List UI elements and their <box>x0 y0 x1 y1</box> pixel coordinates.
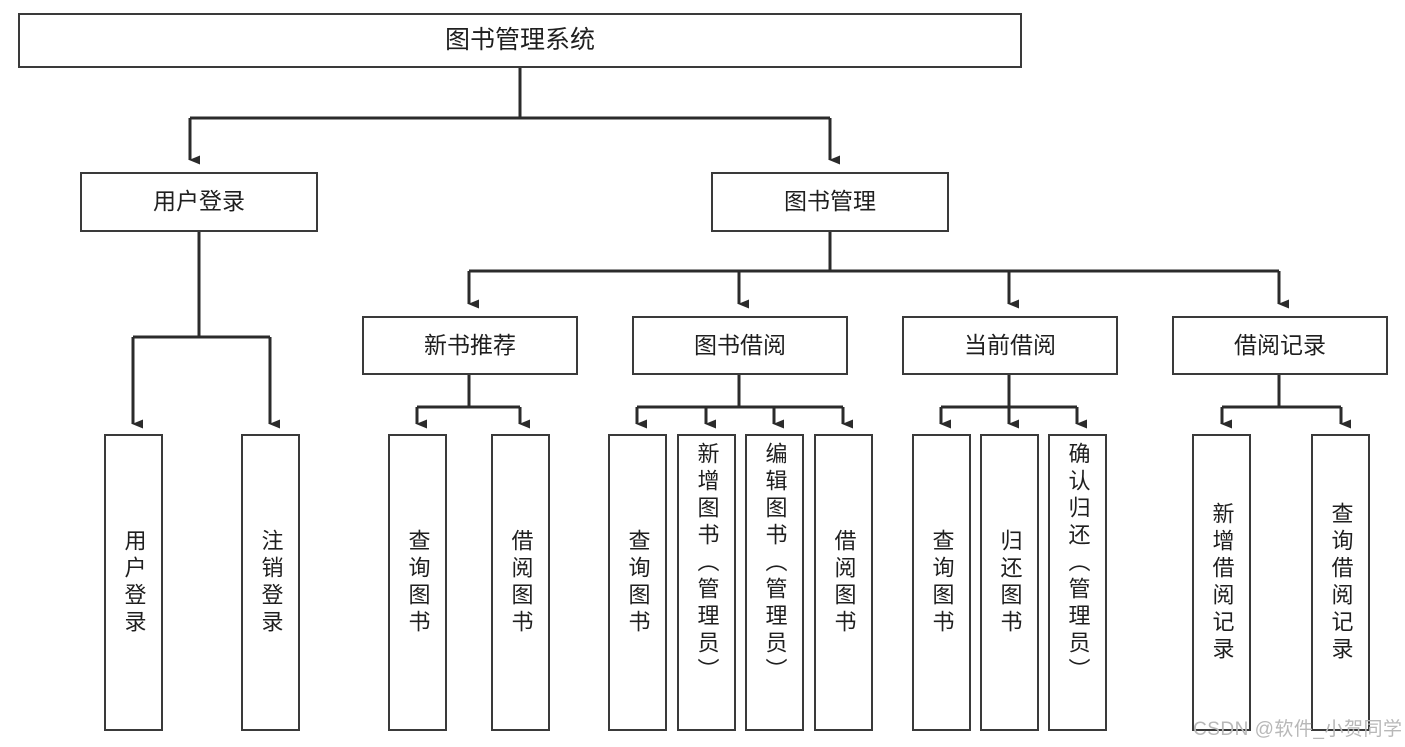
leaf-borrow-book-1-label: 借阅图书 <box>508 528 534 637</box>
leaf-query-book-2-label: 查询图书 <box>625 528 651 637</box>
leaf-confirm-return-admin-label: 确认归还（管理员） <box>1065 442 1091 685</box>
leaf-borrow-book-2-label: 借阅图书 <box>831 528 857 637</box>
leaf-edit-book-admin[interactable]: 编辑图书（管理员） <box>745 434 804 731</box>
leaf-return-book-label: 归还图书 <box>997 528 1023 637</box>
edge-bookborrow-bus <box>637 375 843 409</box>
node-root-label: 图书管理系统 <box>444 25 595 54</box>
leaf-query-book-1[interactable]: 查询图书 <box>388 434 447 731</box>
node-new-book-recommend[interactable]: 新书推荐 <box>362 316 578 375</box>
leaf-add-book-admin[interactable]: 新增图书（管理员） <box>677 434 736 731</box>
leaf-user-login[interactable]: 用户登录 <box>104 434 163 731</box>
edge-currentborrow-bus <box>941 375 1077 409</box>
edge-borrowrecord-bus <box>1222 375 1341 409</box>
node-current-borrow-label: 当前借阅 <box>964 331 1056 358</box>
edge-root-bus <box>190 68 830 120</box>
edge-bookmanage-bus <box>469 232 1279 273</box>
leaf-query-book-3[interactable]: 查询图书 <box>912 434 971 731</box>
node-book-manage-label: 图书管理 <box>784 188 876 215</box>
leaf-query-book-2[interactable]: 查询图书 <box>608 434 667 731</box>
edge-userlogin-bus <box>133 232 270 339</box>
node-new-book-recommend-label: 新书推荐 <box>424 331 516 358</box>
leaf-logout-label: 注销登录 <box>258 528 284 637</box>
leaf-borrow-book-1[interactable]: 借阅图书 <box>491 434 550 731</box>
node-root[interactable]: 图书管理系统 <box>18 13 1022 68</box>
leaf-query-book-3-label: 查询图书 <box>929 528 955 637</box>
node-book-borrow[interactable]: 图书借阅 <box>632 316 848 375</box>
leaf-add-book-admin-label: 新增图书（管理员） <box>694 442 720 685</box>
leaf-confirm-return-admin[interactable]: 确认归还（管理员） <box>1048 434 1107 731</box>
leaf-add-borrow-record[interactable]: 新增借阅记录 <box>1192 434 1251 731</box>
leaf-user-login-label: 用户登录 <box>121 528 147 637</box>
node-user-login[interactable]: 用户登录 <box>80 172 318 232</box>
node-current-borrow[interactable]: 当前借阅 <box>902 316 1118 375</box>
leaf-query-book-1-label: 查询图书 <box>405 528 431 637</box>
csdn-watermark: CSDN @软件_小贺同学 <box>1193 719 1403 740</box>
leaf-return-book[interactable]: 归还图书 <box>980 434 1039 731</box>
leaf-query-borrow-record[interactable]: 查询借阅记录 <box>1311 434 1370 731</box>
leaf-add-borrow-record-label: 新增借阅记录 <box>1209 501 1235 664</box>
leaf-logout[interactable]: 注销登录 <box>241 434 300 731</box>
node-borrow-record[interactable]: 借阅记录 <box>1172 316 1388 375</box>
node-borrow-record-label: 借阅记录 <box>1234 331 1326 358</box>
leaf-borrow-book-2[interactable]: 借阅图书 <box>814 434 873 731</box>
node-book-borrow-label: 图书借阅 <box>694 331 786 358</box>
node-user-login-label: 用户登录 <box>153 188 245 215</box>
leaf-edit-book-admin-label: 编辑图书（管理员） <box>762 442 788 685</box>
leaf-query-borrow-record-label: 查询借阅记录 <box>1328 501 1354 664</box>
node-book-manage[interactable]: 图书管理 <box>711 172 949 232</box>
edge-newbookrec-bus <box>417 375 520 409</box>
